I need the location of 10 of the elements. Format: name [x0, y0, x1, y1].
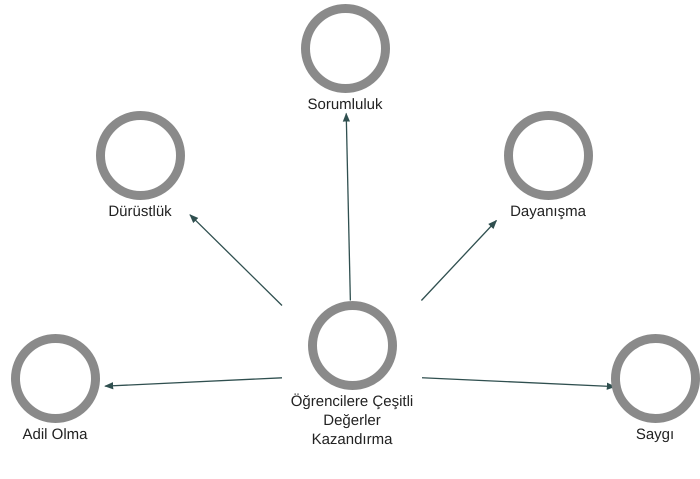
node-label: Adil Olma	[22, 424, 88, 444]
node-label: Sorumluluk	[307, 94, 383, 114]
node-label: Öğrencilere Çeşitli Değerler Kazandırma	[290, 392, 414, 448]
arrow	[420, 220, 498, 301]
arrow	[104, 377, 282, 390]
node-label: Dürüstlük	[108, 202, 172, 220]
arrow	[189, 214, 282, 306]
arrow	[342, 112, 351, 301]
node-label: Dayanışma	[510, 202, 586, 220]
node-label: Saygı	[636, 424, 674, 444]
